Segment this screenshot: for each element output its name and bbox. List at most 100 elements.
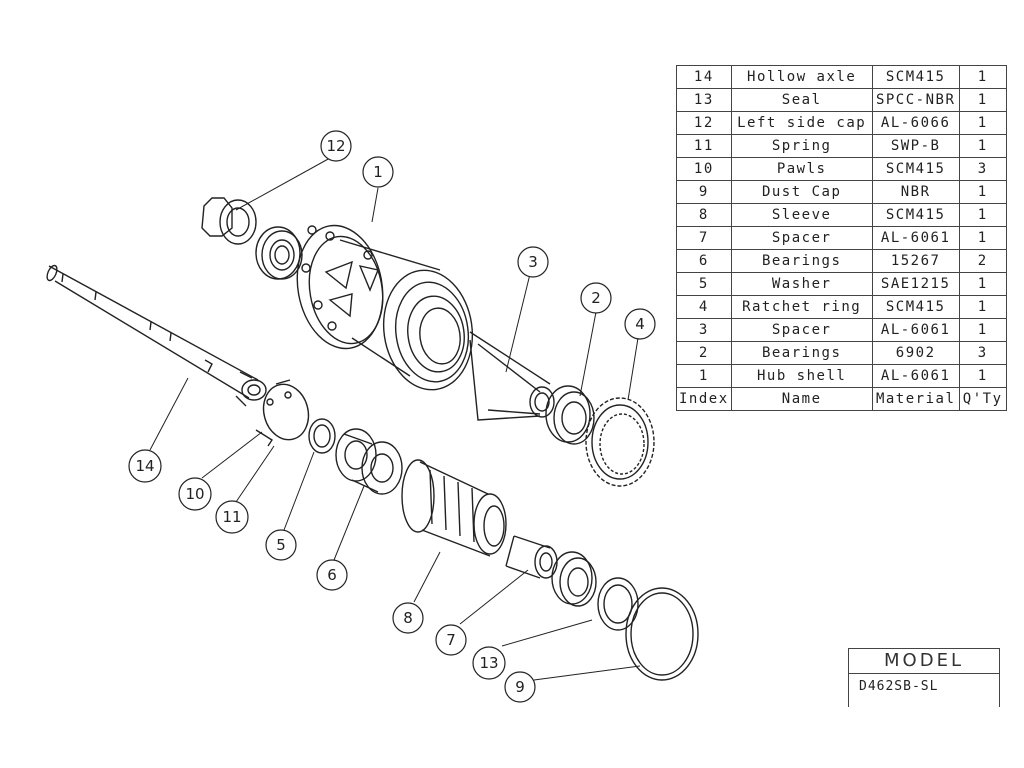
part-name: Washer bbox=[730, 272, 873, 296]
callout-2: 2 bbox=[580, 282, 612, 314]
part-index: 14 bbox=[676, 65, 732, 89]
part-index: 1 bbox=[676, 364, 732, 388]
part-index: 9 bbox=[676, 180, 732, 204]
pawls-part bbox=[255, 379, 310, 447]
part-name: Spacer bbox=[730, 226, 873, 250]
part-material: AL-6066 bbox=[871, 111, 960, 135]
hollow-axle-part bbox=[46, 264, 267, 407]
svg-text:2: 2 bbox=[591, 289, 601, 307]
part-name: Seal bbox=[730, 88, 873, 112]
seal-part bbox=[597, 577, 639, 631]
svg-text:13: 13 bbox=[479, 654, 498, 672]
part-index: 4 bbox=[676, 295, 732, 319]
callout-9: 9 bbox=[504, 671, 536, 703]
part-index: 10 bbox=[676, 157, 732, 181]
svg-text:3: 3 bbox=[528, 253, 538, 271]
callout-8: 8 bbox=[392, 602, 424, 634]
callout-12: 12 bbox=[320, 130, 352, 162]
callout-6: 6 bbox=[316, 559, 348, 591]
part-material: 6902 bbox=[871, 341, 960, 365]
part-name: Bearings bbox=[730, 249, 873, 273]
column-header-name: Name bbox=[730, 387, 873, 411]
part-index: 13 bbox=[676, 88, 732, 112]
bearing-left-part bbox=[255, 226, 303, 280]
part-name: Sleeve bbox=[730, 203, 873, 227]
callout-14: 14 bbox=[128, 449, 162, 483]
callout-10: 10 bbox=[178, 477, 212, 511]
callout-11: 11 bbox=[215, 500, 249, 534]
part-index: 11 bbox=[676, 134, 732, 158]
part-quantity: 1 bbox=[958, 134, 1007, 158]
part-material: SPCC-NBR bbox=[871, 88, 960, 112]
part-material: SWP-B bbox=[871, 134, 960, 158]
part-quantity: 1 bbox=[958, 65, 1007, 89]
svg-text:6: 6 bbox=[327, 566, 337, 584]
bearing-lower-part bbox=[551, 551, 597, 607]
part-material: 15267 bbox=[871, 249, 960, 273]
part-material: NBR bbox=[871, 180, 960, 204]
callout-13: 13 bbox=[472, 646, 506, 680]
svg-text:5: 5 bbox=[276, 536, 286, 554]
ratchet-ring-part bbox=[585, 397, 655, 487]
part-name: Hollow axle bbox=[730, 65, 873, 89]
part-quantity: 1 bbox=[958, 180, 1007, 204]
bearings-pair-part bbox=[335, 428, 403, 495]
part-name: Dust Cap bbox=[730, 180, 873, 204]
model-label: MODEL bbox=[849, 649, 999, 674]
part-name: Spacer bbox=[730, 318, 873, 342]
column-header-qty: Q'Ty bbox=[958, 387, 1007, 411]
part-quantity: 3 bbox=[958, 341, 1007, 365]
part-quantity: 1 bbox=[958, 295, 1007, 319]
dust-cap-part bbox=[625, 587, 699, 681]
column-header-index: Index bbox=[676, 387, 732, 411]
part-material: AL-6061 bbox=[871, 318, 960, 342]
part-material: SCM415 bbox=[871, 203, 960, 227]
svg-text:12: 12 bbox=[326, 137, 345, 155]
part-quantity: 1 bbox=[958, 272, 1007, 296]
part-material: SCM415 bbox=[871, 295, 960, 319]
part-name: Hub shell bbox=[730, 364, 873, 388]
part-quantity: 2 bbox=[958, 249, 1007, 273]
part-quantity: 3 bbox=[958, 157, 1007, 181]
column-header-material: Material bbox=[871, 387, 960, 411]
svg-text:9: 9 bbox=[515, 678, 525, 696]
callout-3: 3 bbox=[517, 246, 549, 278]
callout-7: 7 bbox=[435, 624, 467, 656]
part-name: Pawls bbox=[730, 157, 873, 181]
part-name: Spring bbox=[730, 134, 873, 158]
part-index: 7 bbox=[676, 226, 732, 250]
part-material: SAE1215 bbox=[871, 272, 960, 296]
part-material: SCM415 bbox=[871, 65, 960, 89]
svg-text:1: 1 bbox=[373, 163, 383, 181]
part-material: SCM415 bbox=[871, 157, 960, 181]
part-material: AL-6061 bbox=[871, 226, 960, 250]
part-quantity: 1 bbox=[958, 364, 1007, 388]
part-name: Left side cap bbox=[730, 111, 873, 135]
bearing-right-part bbox=[545, 385, 595, 445]
part-name: Ratchet ring bbox=[730, 295, 873, 319]
model-title-block: MODEL D462SB-SL bbox=[848, 648, 1000, 707]
svg-text:14: 14 bbox=[135, 457, 154, 475]
spacer-7-part bbox=[505, 535, 558, 579]
callout-1: 1 bbox=[362, 156, 394, 188]
callout-5: 5 bbox=[265, 529, 297, 561]
hub-shell-part bbox=[296, 224, 474, 391]
svg-text:8: 8 bbox=[403, 609, 413, 627]
svg-text:10: 10 bbox=[185, 485, 204, 503]
part-name: Bearings bbox=[730, 341, 873, 365]
